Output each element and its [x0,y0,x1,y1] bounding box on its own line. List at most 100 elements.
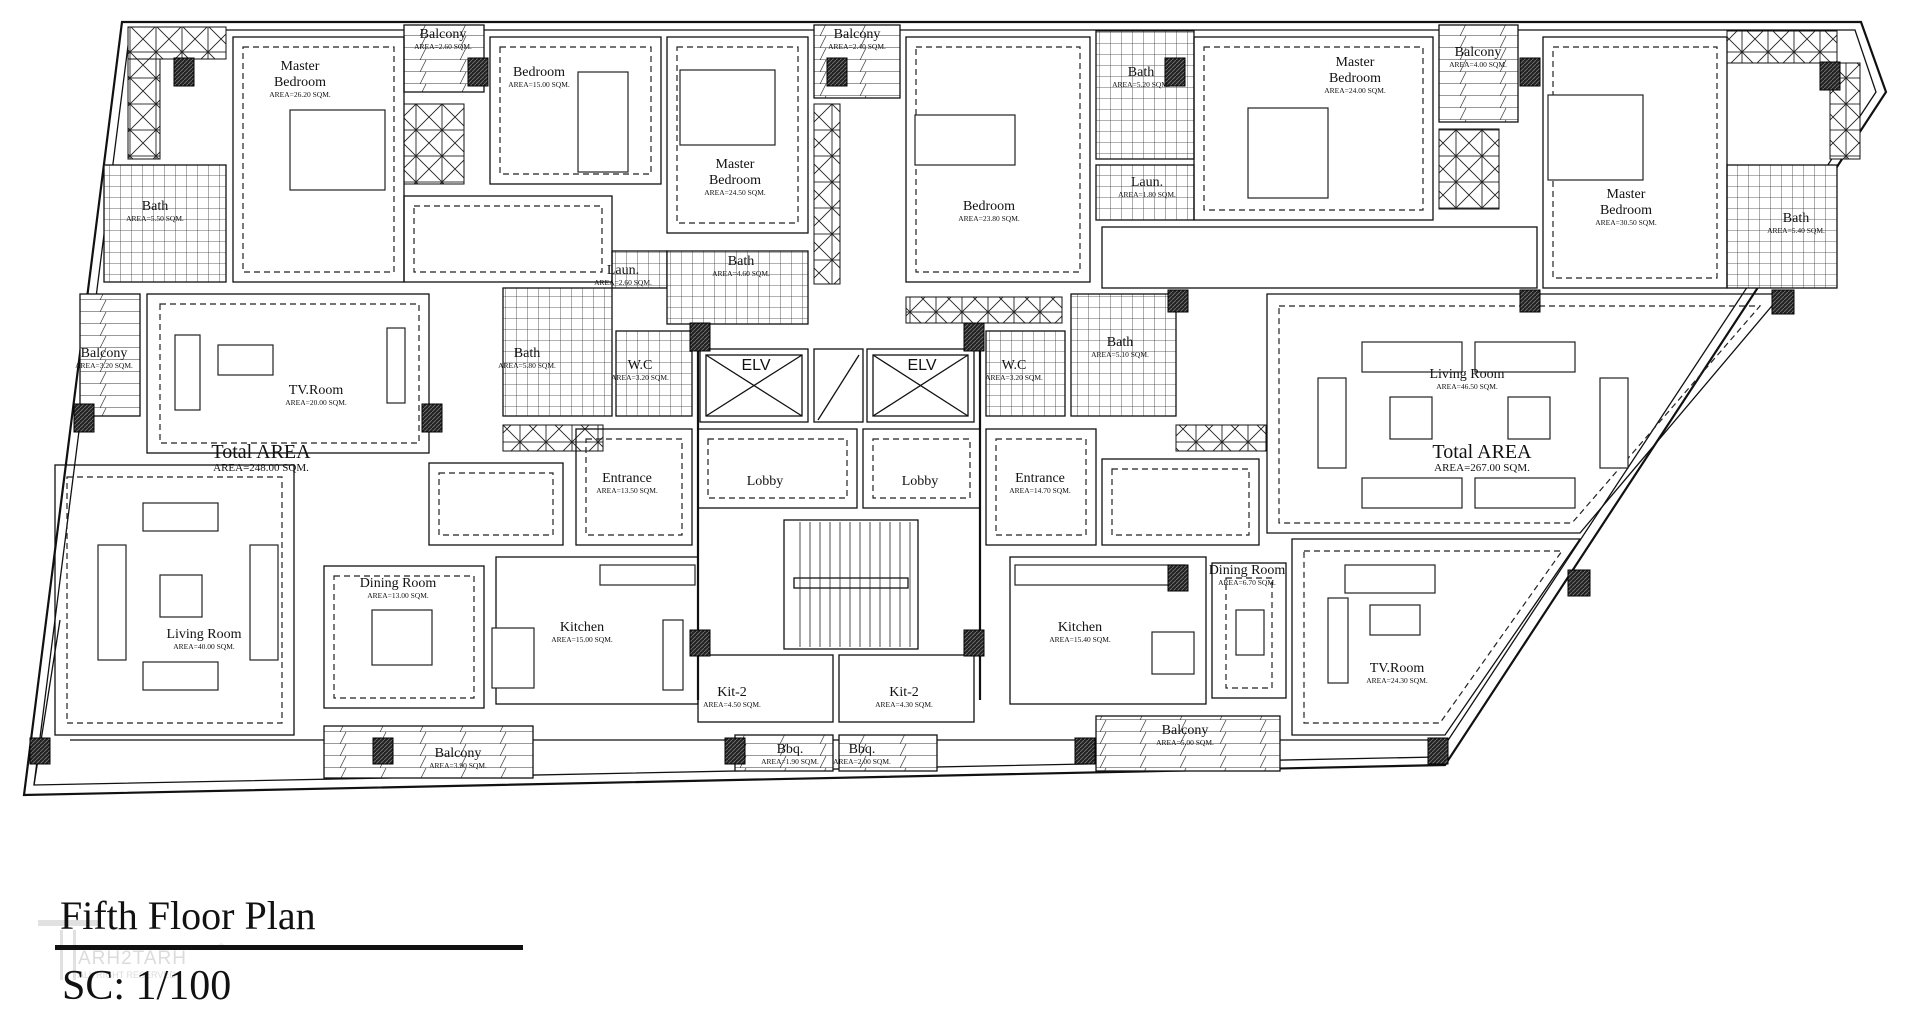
room-name: Dining Room [360,576,437,591]
room-name: Bath [1128,65,1154,80]
interior-walls [54,36,1784,736]
room-area: AREA=23.80 SQM. [958,214,1020,223]
room-name: Balcony [1162,723,1209,738]
room-area: AREA=14.70 SQM. [1009,486,1071,495]
room-area: AREA=5.40 SQM. [1767,226,1825,235]
room-name: Balcony [420,27,467,42]
room-name: Kit-2 [717,685,747,700]
room-name: Balcony [834,27,881,42]
room-area: AREA=24.30 SQM. [1366,676,1428,685]
title-underline [55,945,523,950]
room-name: Entrance [602,471,652,486]
room-name: Master [716,157,755,172]
room-area: AREA=6.70 SQM. [1218,578,1276,587]
room-name: Kitchen [1058,620,1102,635]
room-name: Bedroom [513,65,565,80]
bed [289,109,386,191]
room-area: AREA=3.20 SQM. [75,361,133,370]
room-name: Master [281,59,320,74]
unit-total-area: AREA=248.00 SQM. [213,462,309,474]
room-name: Laun. [1131,175,1163,190]
room-name: Dining Room [1209,563,1286,578]
elevator-label: ELV [741,357,770,374]
unit-total-label: Total AREA [211,441,311,463]
plan-scale: SC: 1/100 [62,963,232,1009]
room-name: TV.Room [1370,661,1425,676]
elevator-label: ELV [907,357,936,374]
pillar-logo-icon [38,920,98,981]
tiled-wet-areas [103,30,1838,417]
room-area: AREA=46.50 SQM. [1436,382,1498,391]
room-area: AREA=1.80 SQM. [1118,190,1176,199]
room-name: Bbq. [849,742,876,757]
room-area: AREA=4.30 SQM. [875,700,933,709]
furniture [97,69,1644,691]
room-area: AREA=15.40 SQM. [1049,635,1111,644]
bed [577,71,629,173]
room-area: AREA=4.60 SQM. [712,269,770,278]
structural-columns [29,57,1841,765]
room-name: Bedroom [963,199,1015,214]
plan-title: Fifth Floor Plan [60,893,316,938]
room-name: Lobby [747,474,784,489]
room-area: AREA=3.20 SQM. [611,373,669,382]
room-area: AREA=5.20 SQM. [1112,80,1170,89]
room-name: Kit-2 [889,685,919,700]
room-name: W.C [628,358,653,373]
room-area: AREA=13.00 SQM. [367,591,429,600]
room-name: Living Room [166,627,241,642]
room-area: AREA=24.50 SQM. [704,188,766,197]
room-name: Balcony [1455,45,1502,60]
room-area: AREA=5.10 SQM. [1091,350,1149,359]
room-name: Entrance [1015,471,1065,486]
ceiling-outlines [66,46,1762,724]
watermark-tagline: ALL RIGHT RESERVED [78,970,176,980]
room-name: Master [1607,187,1646,202]
bed [914,114,1016,166]
room-name: TV.Room [289,383,344,398]
room-name: Bedroom [274,75,326,90]
room-area: AREA=5.00 SQM. [1156,738,1214,747]
room-name: Bath [728,254,754,269]
staircase [783,519,919,650]
room-name: Master [1336,55,1375,70]
room-area: AREA=24.00 SQM. [1324,86,1386,95]
room-name: Balcony [81,346,128,361]
room-area: AREA=2.60 SQM. [594,278,652,287]
room-name: Bedroom [1329,71,1381,86]
balconies [79,24,1519,779]
bed [1547,94,1644,181]
room-area: AREA=2.60 SQM. [414,42,472,51]
watermark-brand: ARH2TARH [78,948,187,969]
room-area: AREA=4.00 SQM. [1449,60,1507,69]
room-area: AREA=2.00 SQM. [833,757,891,766]
room-name: Bath [514,346,540,361]
room-name: Lobby [902,474,939,489]
room-area: AREA=4.50 SQM. [703,700,761,709]
room-name: Living Room [1429,367,1504,382]
room-area: AREA=20.00 SQM. [285,398,347,407]
room-area: AREA=40.00 SQM. [173,642,235,651]
room-area: AREA=5.80 SQM. [498,361,556,370]
room-name: Laun. [607,263,639,278]
room-area: AREA=1.90 SQM. [761,757,819,766]
elevator-core [699,348,975,650]
unit-total-label: Total AREA [1432,441,1532,463]
room-name: Bedroom [1600,203,1652,218]
room-area: AREA=30.50 SQM. [1595,218,1657,227]
room-area: AREA=15.00 SQM. [508,80,570,89]
room-area: AREA=2.40 SQM. [828,42,886,51]
room-name: Balcony [435,746,482,761]
room-name: W.C [1002,358,1027,373]
room-name: Bbq. [777,742,804,757]
room-area: AREA=13.50 SQM. [596,486,658,495]
room-area: AREA=15.00 SQM. [551,635,613,644]
closets [127,26,1861,452]
unit-total-area: AREA=267.00 SQM. [1434,462,1530,474]
room-name: Bath [1107,335,1133,350]
bed [679,69,776,146]
room-name: Bath [142,199,168,214]
room-name: Bath [1783,211,1809,226]
